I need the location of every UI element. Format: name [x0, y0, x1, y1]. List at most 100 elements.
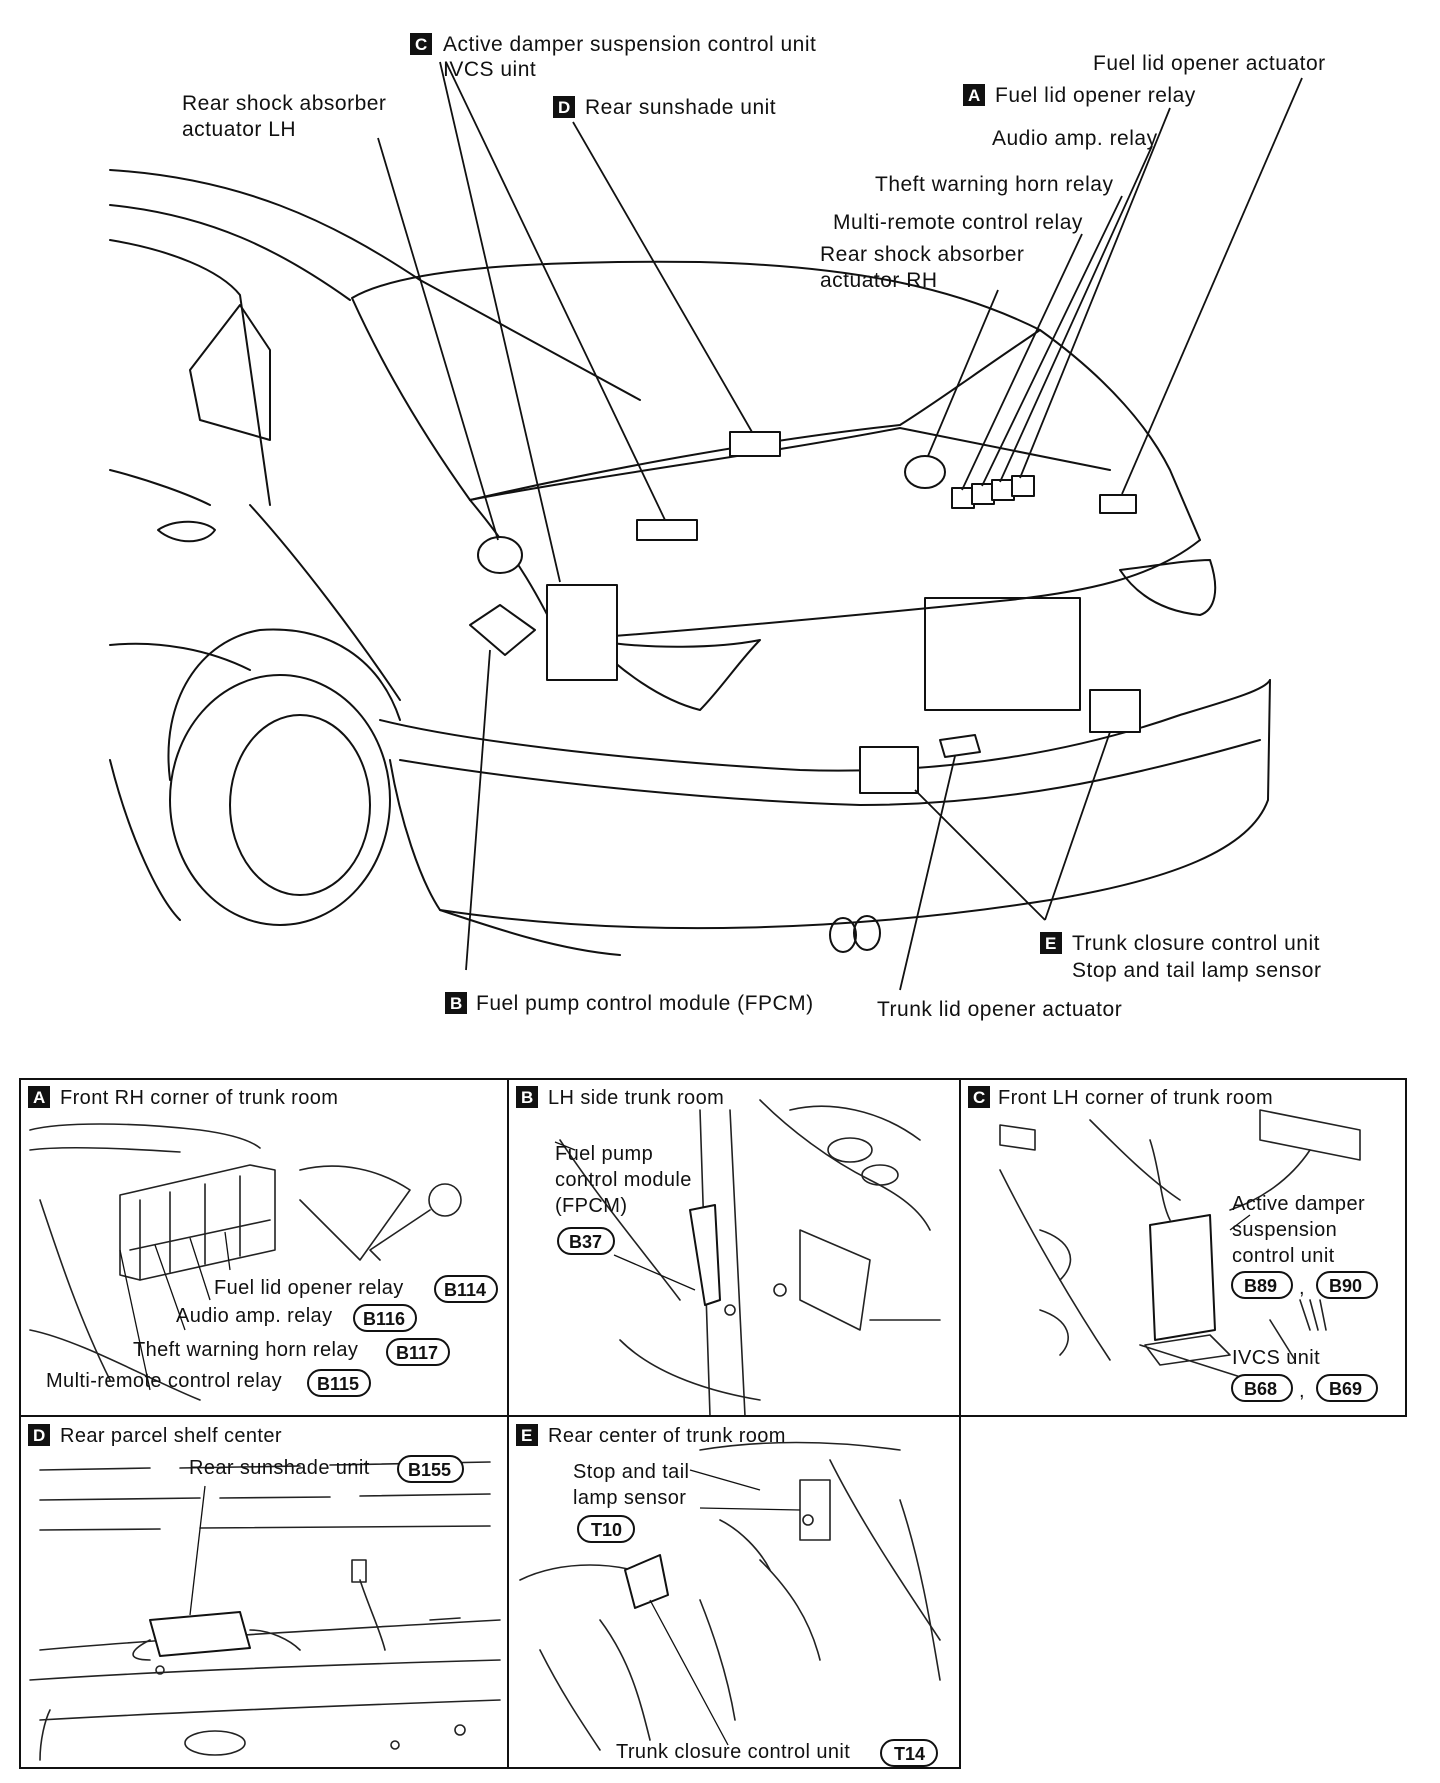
panel-c-ivcs-label: IVCS unit	[1232, 1347, 1320, 1369]
key-e-letter: E	[1045, 934, 1056, 953]
panel-a-callout-connector: B115	[317, 1374, 359, 1394]
active-damper-unit-detail	[1149, 1214, 1216, 1341]
panel-a-callout-text: Fuel lid opener relay	[214, 1277, 404, 1299]
panel-c-ivcs-connector: B68	[1244, 1379, 1277, 1399]
panel-d-title: Rear parcel shelf center	[60, 1425, 282, 1447]
connector-b90	[1316, 1271, 1378, 1299]
panel-a-callout-connector: B117	[396, 1343, 438, 1363]
connector-b69	[1316, 1374, 1378, 1402]
panel-c-damper-connector: B90	[1329, 1276, 1362, 1296]
label-audio-amp-relay: Audio amp. relay	[992, 127, 1158, 150]
panel-e-sensor-line: Stop and tail	[573, 1461, 689, 1483]
trunk-closure-unit-shape	[859, 746, 919, 794]
panel-e-key-badge	[516, 1424, 538, 1446]
key-badge-b	[445, 992, 467, 1014]
connector-t14	[880, 1739, 938, 1767]
leader-lines	[377, 61, 1303, 991]
key-badge-e	[1040, 932, 1062, 954]
panel-c-separator: ,	[1299, 1380, 1305, 1402]
connector-b68	[1231, 1374, 1293, 1402]
panel-d-key: D	[33, 1426, 45, 1445]
panel-c-damper-connector: B89	[1244, 1276, 1277, 1296]
panel-c-damper-line: suspension	[1232, 1219, 1337, 1241]
connector-b89	[1231, 1271, 1293, 1299]
trunk-lid-actuator-shape	[939, 734, 981, 758]
panel-c-damper-line: control unit	[1232, 1245, 1335, 1267]
label-ivcs-unit: IVCS uint	[443, 58, 536, 81]
connector-b114	[434, 1275, 498, 1303]
panel-c-damper-line: Active damper	[1232, 1193, 1365, 1215]
panel-b-label-line: Fuel pump	[555, 1143, 653, 1165]
panel-c-title: Front LH corner of trunk room	[998, 1087, 1273, 1109]
panel-d: D Rear parcel shelf center Rear sunshade…	[19, 1415, 509, 1769]
panel-e-title: Rear center of trunk room	[548, 1425, 786, 1447]
panel-e-key: E	[521, 1426, 532, 1445]
label-rear-shock-lh-2: actuator LH	[182, 118, 296, 141]
active-damper-unit-shape	[636, 519, 698, 541]
trunk-closure-unit-detail	[624, 1554, 669, 1609]
key-b-letter: B	[450, 994, 462, 1013]
rear-shock-lh-shape	[477, 536, 523, 574]
panel-a-key: A	[33, 1088, 45, 1107]
label-theft-horn-relay: Theft warning horn relay	[875, 173, 1113, 196]
label-trunk-closure: Trunk closure control unit	[1072, 932, 1320, 955]
panel-a-title: Front RH corner of trunk room	[60, 1087, 338, 1109]
fpcm-module-shape	[689, 1204, 721, 1306]
panel-a: A Front RH corner of trunk room Fuel lid…	[19, 1078, 509, 1417]
fuel-lid-actuator-shape	[1099, 494, 1137, 514]
panel-b-key: B	[521, 1088, 533, 1107]
connector-b115	[307, 1369, 371, 1397]
panel-b-label-line: (FPCM)	[555, 1195, 627, 1217]
panel-a-callout-connector: B114	[444, 1280, 486, 1300]
label-fuel-lid-relay: Fuel lid opener relay	[995, 84, 1196, 107]
rear-shock-rh-shape	[904, 455, 946, 489]
label-fpcm: Fuel pump control module (FPCM)	[476, 992, 814, 1015]
rear-sunshade-unit-shape	[729, 431, 781, 457]
label-rear-shock-lh-1: Rear shock absorber	[182, 92, 386, 115]
key-a-letter: A	[968, 86, 980, 105]
label-active-damper-unit: Active damper suspension control unit	[443, 33, 816, 56]
stop-tail-sensor-shape	[1089, 689, 1141, 733]
connector-b117	[386, 1338, 450, 1366]
key-badge-c	[410, 33, 432, 55]
panel-a-callout-text: Theft warning horn relay	[133, 1339, 358, 1361]
panel-e-sensor-connector: T10	[591, 1520, 622, 1540]
label-fuel-lid-actuator: Fuel lid opener actuator	[1093, 52, 1326, 75]
panel-d-label: Rear sunshade unit	[189, 1457, 370, 1479]
panel-e-closure-connector: T14	[894, 1744, 925, 1764]
panel-a-callout-connector: B116	[363, 1309, 405, 1329]
connector-t10	[577, 1515, 635, 1543]
label-rear-shock-rh-1: Rear shock absorber	[820, 243, 1024, 266]
label-stop-tail-sensor: Stop and tail lamp sensor	[1072, 959, 1321, 982]
panel-b: B LH side trunk room Fuel pump control m…	[507, 1078, 961, 1417]
panel-a-key-badge	[28, 1086, 50, 1108]
panel-a-callout-text: Audio amp. relay	[176, 1305, 332, 1327]
panel-d-connector: B155	[408, 1460, 451, 1480]
car-illustration	[109, 169, 1271, 956]
panel-c-key-badge	[968, 1086, 990, 1108]
label-trunk-lid-actuator: Trunk lid opener actuator	[877, 998, 1122, 1021]
label-multi-remote-relay: Multi-remote control relay	[833, 211, 1083, 234]
panel-e-closure-label: Trunk closure control unit	[616, 1741, 850, 1763]
rear-sunshade-unit-detail	[149, 1611, 251, 1657]
label-rear-shock-rh-2: actuator RH	[820, 269, 938, 292]
key-d-letter: D	[558, 98, 570, 117]
connector-b116	[353, 1304, 417, 1332]
panel-b-title: LH side trunk room	[548, 1087, 724, 1109]
panel-e-sensor-line: lamp sensor	[573, 1487, 686, 1509]
label-rear-sunshade: Rear sunshade unit	[585, 96, 776, 119]
relay-cluster-shape	[951, 475, 1035, 509]
connector-b37	[557, 1227, 615, 1255]
panel-c: C Front LH corner of trunk room Active d…	[959, 1078, 1407, 1417]
panel-b-key-badge	[516, 1086, 538, 1108]
panel-a-callout-text: Multi-remote control relay	[46, 1370, 282, 1392]
panel-d-key-badge	[28, 1424, 50, 1446]
panel-e: E Rear center of trunk room Stop and tai…	[507, 1415, 961, 1769]
panel-c-ivcs-connector: B69	[1329, 1379, 1362, 1399]
main-labels: C Active damper suspension control unit …	[182, 33, 1326, 1021]
panel-c-key: C	[973, 1088, 985, 1107]
key-badge-d	[553, 96, 575, 118]
panel-c-separator: ,	[1299, 1277, 1305, 1299]
ivcs-unit-shape	[546, 584, 618, 681]
